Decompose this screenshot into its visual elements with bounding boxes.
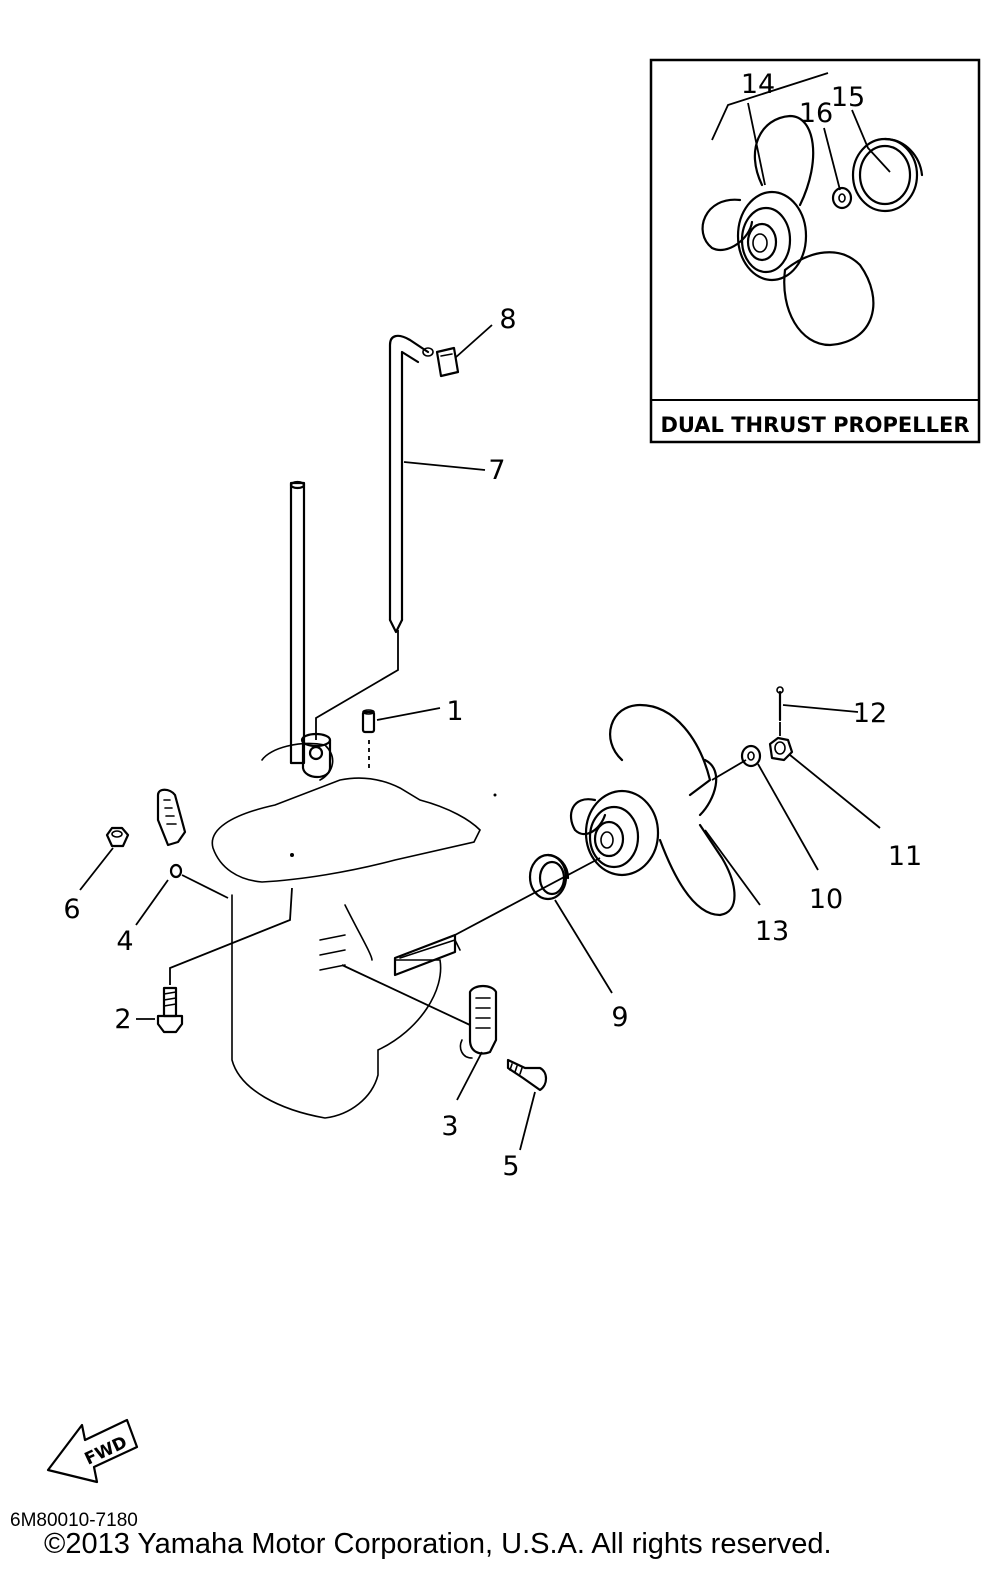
part-label-14: 14 [741, 69, 775, 100]
part-label-11: 11 [888, 841, 922, 872]
part-label-15: 15 [831, 82, 865, 113]
part-label-12: 12 [853, 698, 887, 729]
part-label-1: 1 [446, 696, 463, 727]
drive-shaft [289, 480, 306, 765]
anode-lower [459, 984, 498, 1059]
anode-screw [506, 1058, 548, 1092]
copyright-notice: ©2013 Yamaha Motor Corporation, U.S.A. A… [44, 1528, 832, 1560]
part-label-2: 2 [114, 1004, 131, 1035]
thrust-washer [528, 853, 570, 901]
shift-rod [388, 334, 434, 634]
inset-washer [831, 186, 853, 210]
inset-propeller [701, 114, 875, 347]
lower-casing-outline [211, 742, 497, 1119]
shift-rod-boss [300, 732, 332, 779]
part-label-9: 9 [611, 1002, 628, 1033]
propeller [569, 703, 736, 917]
part-label-16: 16 [799, 98, 833, 129]
part-label-4: 4 [116, 926, 133, 957]
inset-title: DUAL THRUST PROPELLER [660, 413, 969, 437]
fwd-arrow: FWD [46, 1418, 139, 1484]
propeller-washer [740, 744, 762, 768]
part-label-5: 5 [502, 1151, 519, 1182]
shift-rod-grommet [435, 346, 460, 378]
cotter-pin [776, 686, 784, 722]
propeller-shaft [393, 857, 601, 977]
part-label-10: 10 [809, 884, 843, 915]
propeller-nut [768, 736, 794, 762]
part-label-13: 13 [755, 916, 789, 947]
anode-upper [156, 788, 187, 879]
diagram-code: 6M80010-7180 [10, 1510, 138, 1531]
part-label-7: 7 [488, 455, 505, 486]
dowel-pin [361, 709, 376, 734]
part-label-6: 6 [63, 894, 80, 925]
anode-nut [105, 826, 130, 848]
casing-bolt [156, 986, 184, 1034]
part-label-8: 8 [499, 304, 516, 335]
dual-thrust-propeller-inset: DUAL THRUST PROPELLER 14 16 15 [649, 58, 981, 444]
inset-spacer [851, 137, 924, 213]
part-label-3: 3 [441, 1111, 458, 1142]
